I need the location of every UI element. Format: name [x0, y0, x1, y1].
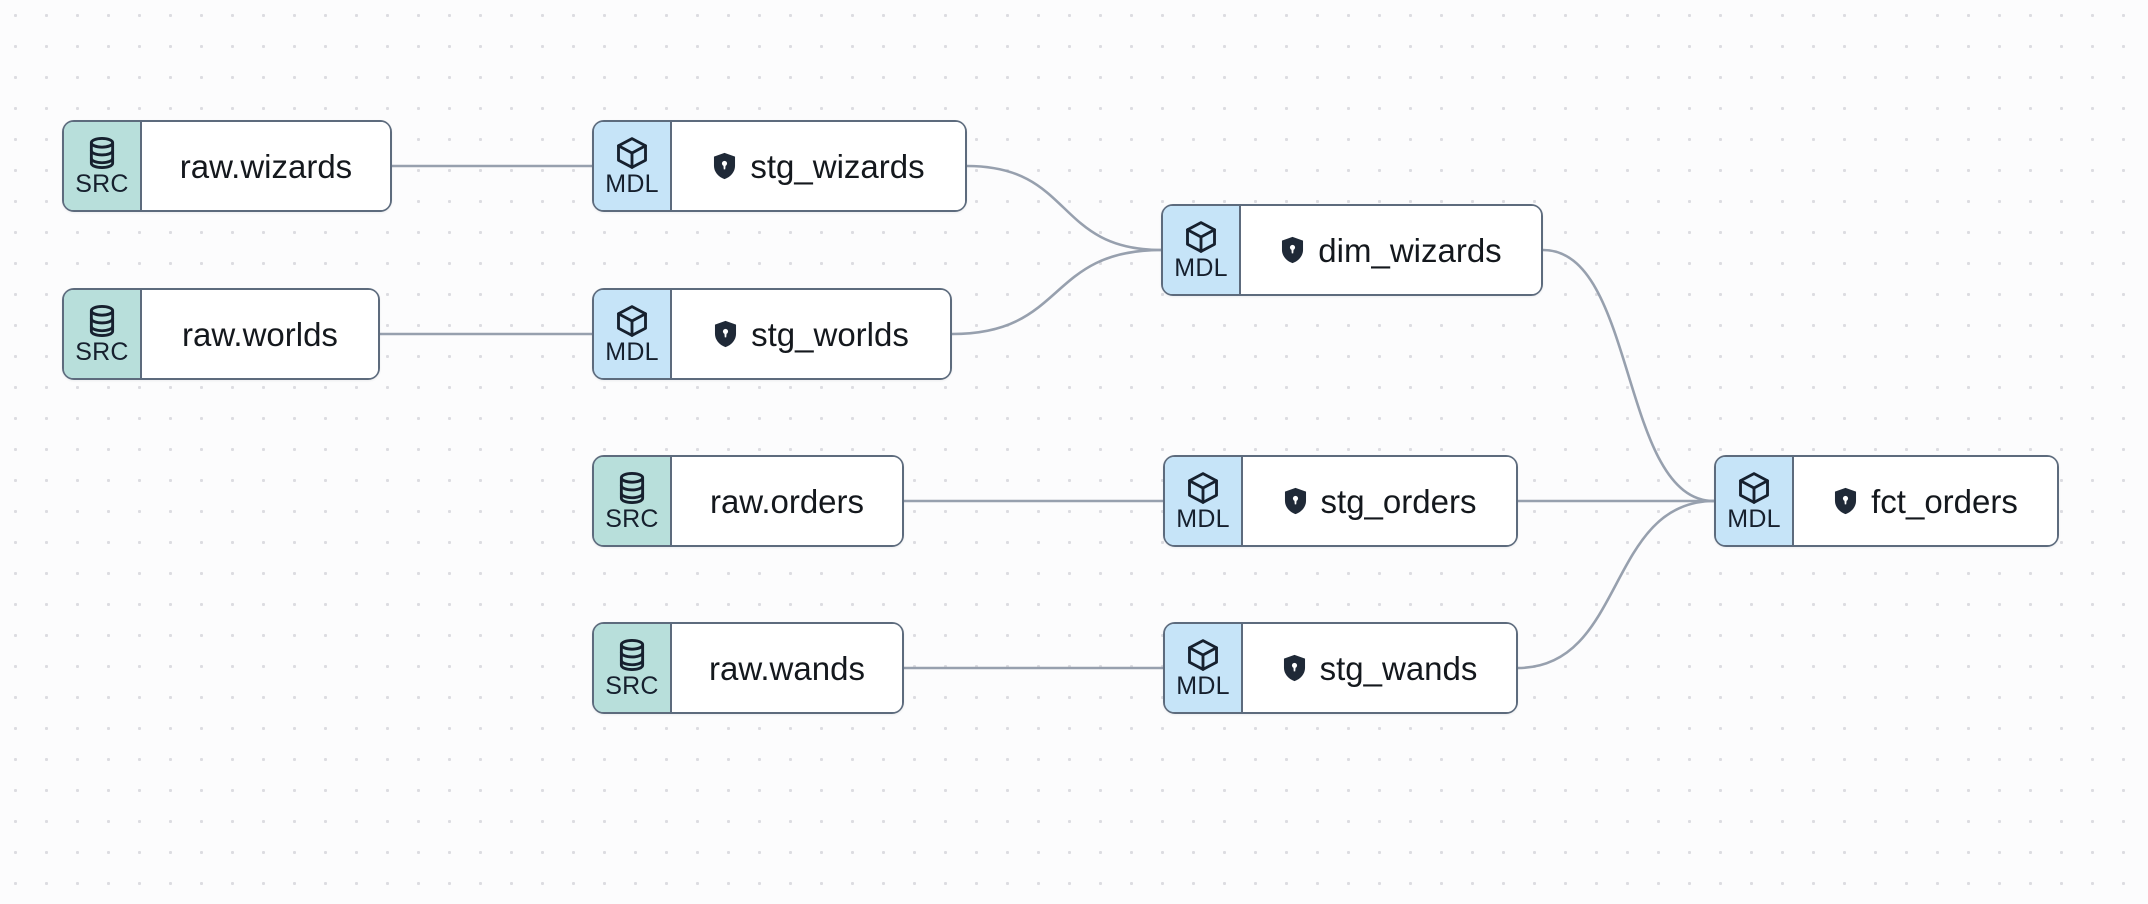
node-body: stg_worlds	[672, 290, 950, 378]
node-type-label: MDL	[605, 338, 659, 366]
node-raw-wizards[interactable]: SRC raw.wizards	[62, 120, 392, 212]
node-type-badge: MDL	[1165, 624, 1243, 712]
node-type-label: SRC	[75, 170, 129, 198]
node-raw-orders[interactable]: SRC raw.orders	[592, 455, 904, 547]
node-type-badge: SRC	[594, 457, 672, 545]
cube-icon	[1183, 219, 1219, 255]
shield-lock-icon	[1282, 654, 1307, 682]
node-type-label: SRC	[605, 505, 659, 533]
node-dim-wizards[interactable]: MDL dim_wizards	[1161, 204, 1543, 296]
node-label: raw.orders	[709, 482, 865, 520]
node-body: stg_wands	[1243, 624, 1516, 712]
node-label: stg_wizards	[750, 147, 925, 185]
database-icon	[84, 303, 120, 339]
node-raw-worlds[interactable]: SRC raw.worlds	[62, 288, 380, 380]
node-body: fct_orders	[1794, 457, 2057, 545]
node-stg-worlds[interactable]: MDL stg_worlds	[592, 288, 952, 380]
node-label: fct_orders	[1871, 482, 2018, 520]
node-stg-orders[interactable]: MDL stg_orders	[1163, 455, 1518, 547]
node-type-label: MDL	[1174, 254, 1228, 282]
edge-stg-worlds-to-dim-wizards	[950, 248, 1163, 336]
node-body: dim_wizards	[1241, 206, 1541, 294]
node-type-label: SRC	[75, 338, 129, 366]
shield-lock-icon	[1280, 236, 1305, 264]
node-stg-wizards[interactable]: MDL stg_wizards	[592, 120, 967, 212]
node-type-badge: MDL	[1165, 457, 1243, 545]
node-type-label: MDL	[1176, 505, 1230, 533]
cube-icon	[614, 135, 650, 171]
node-type-badge: SRC	[594, 624, 672, 712]
shield-lock-icon	[712, 152, 737, 180]
shield-lock-icon	[713, 320, 738, 348]
node-type-label: MDL	[605, 170, 659, 198]
cube-icon	[614, 303, 650, 339]
node-type-label: SRC	[605, 672, 659, 700]
database-icon	[614, 637, 650, 673]
node-stg-wands[interactable]: MDL stg_wands	[1163, 622, 1518, 714]
node-type-label: MDL	[1176, 672, 1230, 700]
cube-icon	[1736, 470, 1772, 506]
node-fct-orders[interactable]: MDL fct_orders	[1714, 455, 2059, 547]
node-label: raw.wizards	[179, 147, 353, 185]
node-type-badge: MDL	[1716, 457, 1794, 545]
node-type-label: MDL	[1727, 505, 1781, 533]
node-type-badge: MDL	[594, 122, 672, 210]
node-type-badge: SRC	[64, 122, 142, 210]
node-body: raw.wizards	[142, 122, 390, 210]
node-label: stg_orders	[1320, 482, 1477, 520]
edge-stg-wands-to-fct-orders	[1516, 499, 1716, 670]
node-type-badge: SRC	[64, 290, 142, 378]
node-type-badge: MDL	[1163, 206, 1241, 294]
cube-icon	[1185, 470, 1221, 506]
node-label: dim_wizards	[1318, 231, 1502, 269]
database-icon	[614, 470, 650, 506]
node-body: stg_orders	[1243, 457, 1516, 545]
node-body: raw.worlds	[142, 290, 378, 378]
node-body: raw.orders	[672, 457, 902, 545]
node-raw-wands[interactable]: SRC raw.wands	[592, 622, 904, 714]
node-label: raw.worlds	[182, 315, 338, 353]
shield-lock-icon	[1283, 487, 1308, 515]
node-type-badge: MDL	[594, 290, 672, 378]
node-label: raw.wands	[709, 649, 865, 687]
node-body: raw.wands	[672, 624, 902, 712]
edge-stg-wizards-to-dim-wizards	[965, 164, 1163, 252]
cube-icon	[1185, 637, 1221, 673]
node-label: stg_wands	[1319, 649, 1478, 687]
edge-dim-wizards-to-fct-orders	[1541, 248, 1716, 503]
shield-lock-icon	[1833, 487, 1858, 515]
database-icon	[84, 135, 120, 171]
node-label: stg_worlds	[751, 315, 909, 353]
node-body: stg_wizards	[672, 122, 965, 210]
